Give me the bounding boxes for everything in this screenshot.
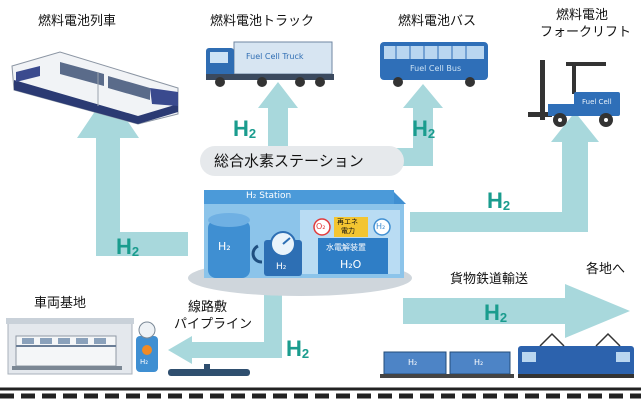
label-truck: 燃料電池トラック [210,14,315,29]
station-renew-line2: 電力 [341,227,355,235]
bus-illustration [380,42,488,87]
label-train: 燃料電池列車 [38,14,117,29]
arrow-to-train [77,92,188,256]
label-freight: 貨物鉄道輸送 [450,272,529,287]
cart-text: H₂ [140,358,149,366]
station [188,190,412,296]
h2-label-freight: H2 [484,300,508,326]
station-renew-line1: 再エネ [337,218,358,226]
arrow-to-truck [258,82,298,152]
truck-text: Fuel Cell Truck [246,52,304,61]
container-text-2: H₂ [474,358,484,367]
arrow-to-forklift [410,112,599,232]
forklift-illustration [528,60,620,127]
station-label-capsule [200,146,404,176]
depot-illustration [6,318,134,375]
station-electrolyzer: 水電解装置 [326,243,366,252]
label-station: 総合水素ステーション [214,152,364,170]
h2-label-train: H2 [116,234,140,260]
label-pipeline-line1: 線路敷 [188,300,228,315]
flow-arrows [77,82,630,364]
station-roof-label: H₂ Station [246,191,292,201]
station-h2o: H₂O [340,258,362,271]
label-depot: 車両基地 [34,296,87,311]
freight-train-illustration [380,332,634,378]
container-text-1: H₂ [408,358,418,367]
label-forklift-line1: 燃料電池 [556,8,609,23]
h2-label-truck: H2 [233,116,257,142]
forklift-text: Fuel Cell [582,98,612,106]
label-forklift-line2: フォークリフト [540,25,632,40]
arrow-freight [403,284,630,338]
station-tank-label: H₂ [218,240,231,253]
arrow-to-bus [375,84,443,166]
h2-label-bus: H2 [412,116,436,142]
truck-illustration [206,41,334,87]
station-o2: O₂ [316,222,326,231]
label-pipeline-line2: パイプライン [174,317,253,332]
train-illustration [11,51,179,125]
station-gauge-label: H₂ [276,262,287,272]
arrow-pipeline [168,292,282,364]
h2-label-pipeline: H2 [286,336,310,362]
label-bus: 燃料電池バス [398,14,477,29]
bus-text: Fuel Cell Bus [410,64,462,73]
h2-label-forklift: H2 [487,188,511,214]
label-destinations: 各地へ [586,262,626,277]
station-h2-small: H₂ [376,222,386,231]
pipeline-illustration [136,321,250,376]
